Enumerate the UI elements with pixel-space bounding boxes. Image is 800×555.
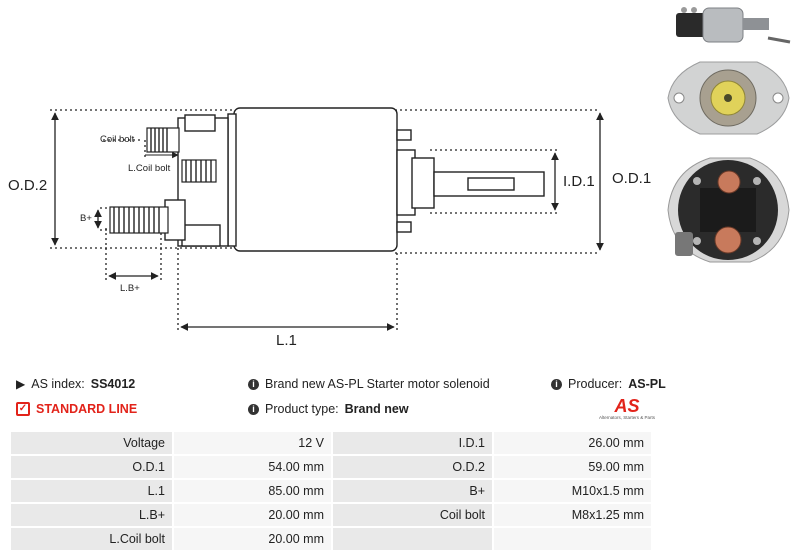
spec-value: 59.00 mm	[492, 454, 653, 480]
description-row: i Brand new AS-PL Starter motor solenoid	[248, 377, 490, 391]
spec-value: M8x1.25 mm	[492, 502, 653, 528]
product-photo-side	[672, 5, 791, 45]
product-photo-terminals	[667, 157, 790, 263]
checkbox-icon: ✓	[16, 402, 30, 416]
spec-key: L.B+	[9, 502, 174, 528]
b-plus-label: B+	[80, 213, 92, 224]
spec-value: 12 V	[172, 430, 333, 456]
spec-value: M10x1.5 mm	[492, 478, 653, 504]
coil-bolt-label: Coil bolt	[100, 134, 135, 145]
table-row: L.Coil bolt 20.00 mm	[9, 526, 653, 552]
spec-value	[492, 526, 653, 552]
od2-label: O.D.2	[8, 177, 47, 194]
as-index-value: SS4012	[90, 377, 136, 391]
spec-key: L.1	[9, 478, 174, 504]
as-index-row: ▶ AS index: SS4012	[16, 377, 135, 391]
as-pl-logo: AS Alternators, Starters & Parts	[598, 396, 656, 420]
spec-key: B+	[331, 478, 494, 504]
lcoil-bolt-label: L.Coil bolt	[128, 163, 171, 174]
spec-value: 26.00 mm	[492, 430, 653, 456]
spec-value: 20.00 mm	[172, 502, 333, 528]
l1-label: L.1	[276, 332, 297, 349]
solenoid-technical-drawing: O.D.2 O.D.1 I.D.1 L.1 L.B+ Coil bolt L.C…	[8, 5, 791, 349]
product-description: Brand new AS-PL Starter motor solenoid	[265, 377, 490, 391]
spec-key: L.Coil bolt	[9, 526, 174, 552]
tag-icon: ▶	[16, 377, 26, 391]
table-row: Voltage 12 V I.D.1 26.00 mm	[9, 430, 653, 456]
spec-table: Voltage 12 V I.D.1 26.00 mm O.D.1 54.00 …	[9, 430, 653, 552]
spec-value: 20.00 mm	[172, 526, 333, 552]
table-row: L.1 85.00 mm B+ M10x1.5 mm	[9, 478, 653, 504]
standard-line-row: ✓ STANDARD LINE	[16, 402, 137, 416]
product-type-value: Brand new	[344, 402, 409, 416]
id1-label: I.D.1	[563, 173, 595, 190]
producer-row: i Producer: AS-PL	[551, 377, 666, 391]
spec-value: 54.00 mm	[172, 454, 333, 480]
info-icon: i	[248, 403, 259, 415]
table-row: L.B+ 20.00 mm Coil bolt M8x1.25 mm	[9, 502, 653, 528]
producer-label: Producer:	[568, 377, 623, 391]
spec-key: Coil bolt	[331, 502, 494, 528]
product-type-row: i Product type: Brand new	[248, 402, 409, 416]
producer-value: AS-PL	[628, 377, 666, 391]
info-icon: i	[551, 378, 562, 390]
as-index-label: AS index:	[31, 377, 85, 391]
spec-key: O.D.2	[331, 454, 494, 480]
product-type-label: Product type:	[265, 402, 339, 416]
od1-label: O.D.1	[612, 170, 651, 187]
spec-key: Voltage	[9, 430, 174, 456]
spec-key: I.D.1	[331, 430, 494, 456]
product-photo-front	[667, 61, 790, 135]
standard-line-badge: STANDARD LINE	[36, 402, 138, 416]
lb-label: L.B+	[120, 283, 140, 294]
info-icon: i	[248, 378, 259, 390]
spec-value: 85.00 mm	[172, 478, 333, 504]
table-row: O.D.1 54.00 mm O.D.2 59.00 mm	[9, 454, 653, 480]
spec-key	[331, 526, 494, 552]
spec-key: O.D.1	[9, 454, 174, 480]
